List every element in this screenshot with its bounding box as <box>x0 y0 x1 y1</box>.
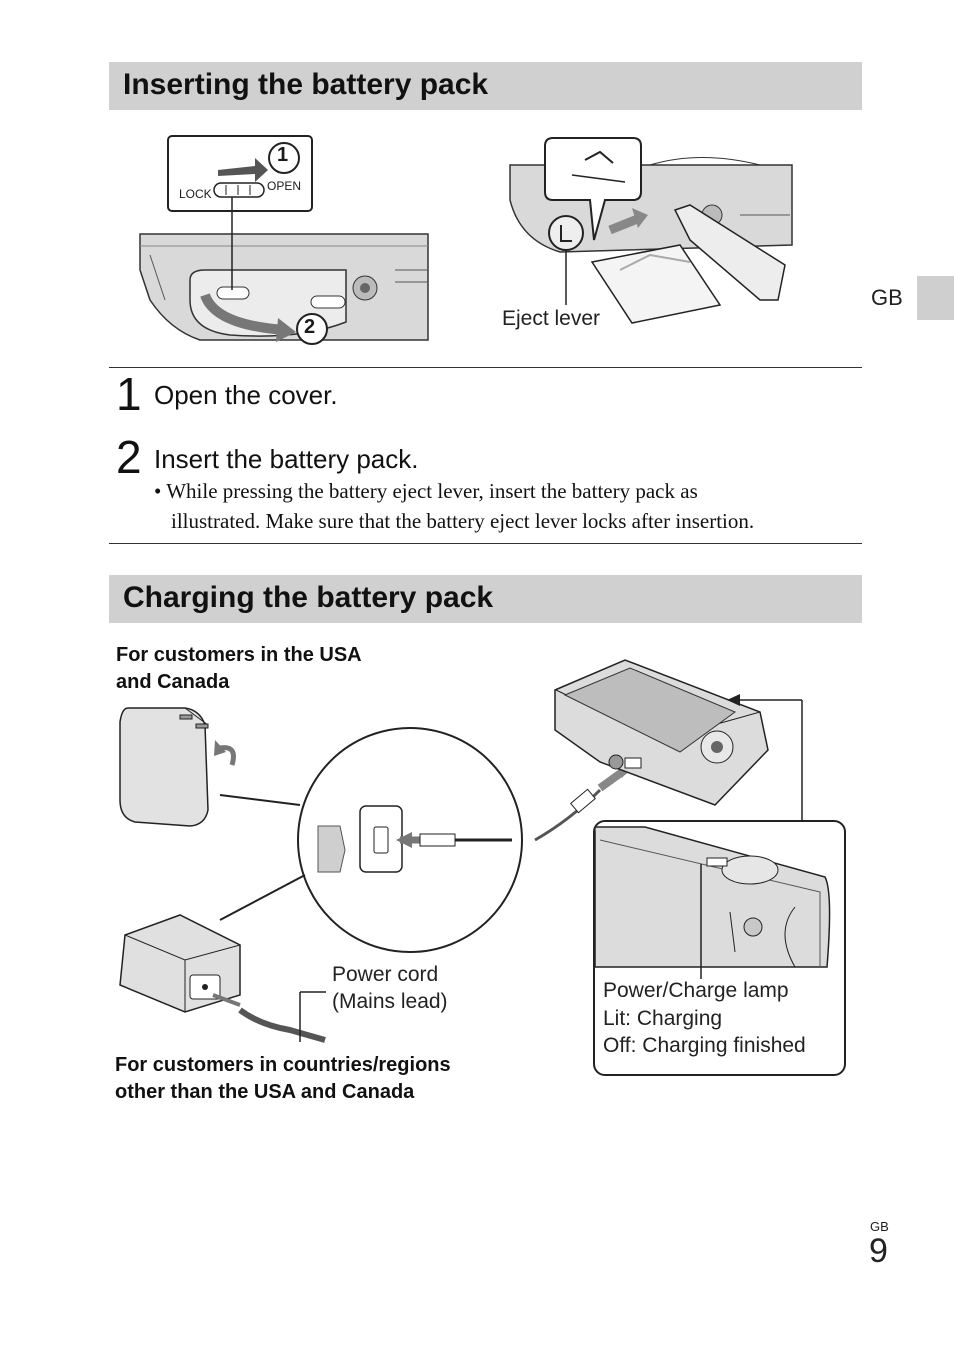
lamp-line1: Power/Charge lamp <box>603 979 789 1002</box>
section-title: Inserting the battery pack <box>123 68 489 101</box>
usa-label-line2: and Canada <box>116 671 230 693</box>
divider <box>109 367 862 368</box>
eject-lever-label: Eject lever <box>502 307 601 330</box>
power-cord-line1: Power cord <box>332 963 439 986</box>
divider <box>109 543 862 544</box>
step-number-1: 1 <box>116 368 142 420</box>
step-2-note-line1: • While pressing the battery eject lever… <box>154 479 698 503</box>
section-title: Charging the battery pack <box>123 581 494 614</box>
slider-open-label: OPEN <box>267 179 302 193</box>
side-tab <box>917 276 954 320</box>
step-number-2: 2 <box>116 431 142 483</box>
lamp-line2: Lit: Charging <box>603 1007 723 1030</box>
charge-lamp-callout: Power/Charge lamp Lit: Charging Off: Cha… <box>593 820 846 1076</box>
page-number: 9 <box>869 1232 888 1270</box>
section-header-inserting: Inserting the battery pack <box>109 62 862 110</box>
other-regions-line1: For customers in countries/regions <box>115 1054 451 1076</box>
step-text-2: Insert the battery pack. <box>154 444 419 474</box>
marker-1: 1 <box>277 144 289 166</box>
other-regions-line2: other than the USA and Canada <box>115 1081 415 1103</box>
page-region-code: GB <box>870 1219 889 1234</box>
camera-top-closeup <box>595 826 831 968</box>
step-text-1: Open the cover. <box>154 380 338 410</box>
side-tab-label: GB <box>871 285 903 310</box>
slider-lock-label: LOCK <box>179 187 212 201</box>
usa-label-line1: For customers in the USA <box>116 644 362 666</box>
marker-2: 2 <box>304 316 316 338</box>
lamp-pointer-line <box>700 864 702 979</box>
power-cord-line2: (Mains lead) <box>332 990 448 1013</box>
step-2-note-line2: illustrated. Make sure that the battery … <box>171 509 755 533</box>
section-header-charging: Charging the battery pack <box>109 575 862 623</box>
lamp-line3: Off: Charging finished <box>603 1034 806 1057</box>
